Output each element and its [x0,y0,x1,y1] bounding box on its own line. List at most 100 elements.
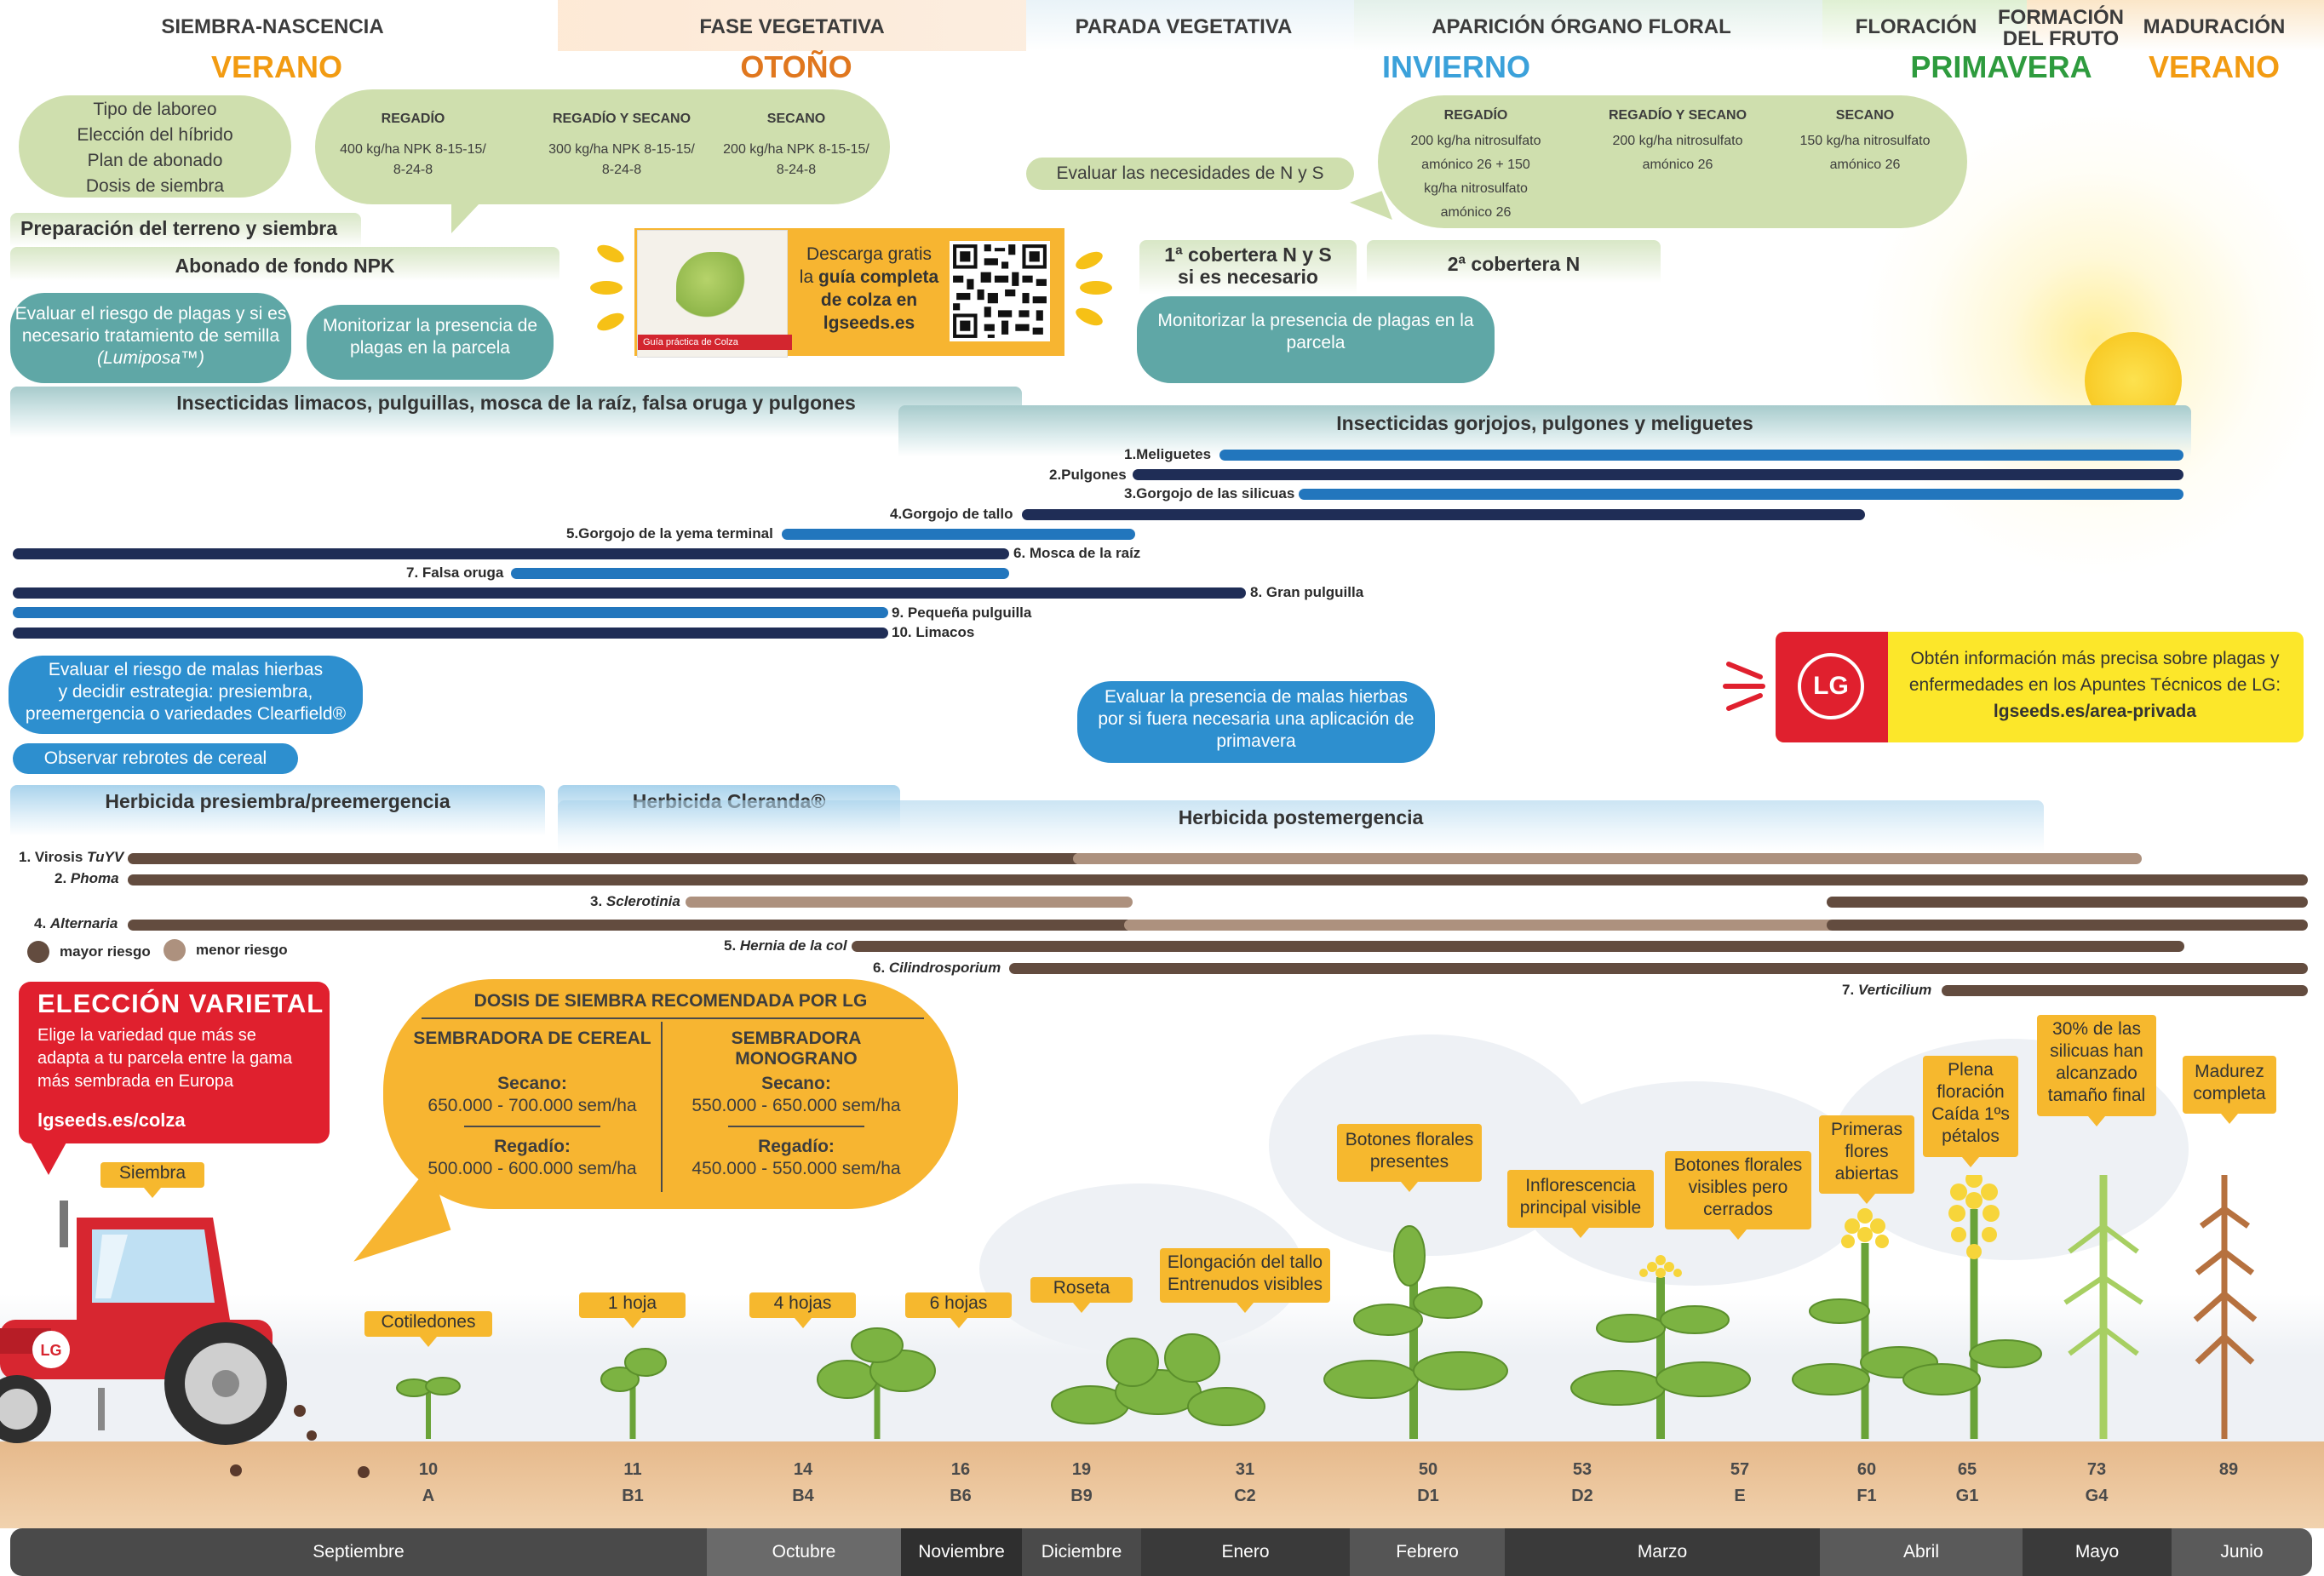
band-herbicida-presiembra: Herbicida presiembra/preemergencia [10,785,545,836]
cobertera-col-2: REGADÍO Y SECANO 200 kg/ha nitrosulfato … [1584,104,1771,177]
monitorizar-plagas-bubble-1: Monitorizar la presencia de plagas en la… [307,305,554,380]
disease-label-virosis: 1. Virosis TuYV [19,849,123,866]
guia-text-l3: de colza en [820,290,918,310]
tag-elongacion: Elongación del tallo Entrenudos visibles [1160,1248,1330,1313]
cobertera-col-2-head: REGADÍO Y SECANO [1608,108,1747,123]
evaluar-malas-l2: y decidir estrategia: presiembra, [58,682,313,702]
band-cobertera-1-l1: 1ª cobertera N y S [1164,244,1332,266]
tag-botones-l1: Botones florales [1345,1130,1474,1149]
petal-icon [1080,281,1112,295]
band-cobertera-1-l2: si es necesario [1178,266,1318,288]
eleccion-title: ELECCIÓN VARIETAL [37,989,324,1018]
seed-dot [307,1430,317,1441]
month-marzo: Marzo [1505,1528,1820,1576]
tag-primeras-flores: Primeras flores abiertas [1819,1115,1914,1204]
tag-plena-l2: floración [1937,1082,2005,1102]
lg-burst-icon [1722,656,1773,715]
tag-1-hoja: 1 hoja [579,1292,686,1328]
pest-bar-falsa-oruga [511,568,1009,579]
pest-bar-gorgojo-yema [782,529,1135,540]
tag-mad-l1: Madurez [2195,1062,2264,1081]
dosis-col2-regadio-label: Regadío: [758,1137,835,1156]
disease-bar-virosis-low [1073,853,2142,864]
season-otono: OTOÑO [740,49,852,84]
petal-icon [590,281,623,295]
band-cobertera-1: 1ª cobertera N y S si es necesario [1139,240,1357,295]
bbch-code-num: 65 [1957,1460,1977,1479]
disease-bar-verticilium [1942,985,2308,996]
guia-link[interactable]: lgseeds.es [823,313,915,333]
month-noviembre: Noviembre [901,1528,1022,1576]
month-octubre: Octubre [707,1528,901,1576]
eleccion-l1: Elige la variedad que más se [37,1026,256,1045]
stage-maduracion: MADURACIÓN [2143,15,2286,38]
lg-logo: LG [1776,632,1888,742]
monitorizar-plagas-1-l1: Monitorizar la presencia de [322,316,538,335]
cobertera-col-3-val-b: amónico 26 [1829,158,1901,172]
observar-rebrotes-bubble: Observar rebrotes de cereal [13,743,298,774]
disease-label-cilindro-i: Cilindrosporium [888,960,1001,976]
guia-text-l2b: guía completa [818,267,939,287]
pest-label-gran-pulguilla: 8. Gran pulguilla [1250,584,1364,600]
fondo-col-3-val-a: 200 kg/ha NPK 8-15-15/ [723,142,869,157]
disease-bar-virosis-high [128,853,1082,864]
cobertera-col-1-val-a: 200 kg/ha nitrosulfato [1410,134,1541,148]
month-septiembre: Septiembre [10,1528,707,1576]
stage-header-bg-3 [1354,0,1822,51]
guia-text-l2a: la [799,267,818,287]
bbch-code-letter: G1 [1955,1487,1979,1505]
prep-item-1: Tipo de laboreo [93,100,217,119]
monitorizar-plagas-1-l2: plagas en la parcela [350,338,510,358]
evaluar-n-s-bubble: Evaluar las necesidades de N y S [1026,158,1354,190]
bbch-code-letter: A [422,1487,435,1505]
stage-formacion-line1: FORMACIÓN [1998,6,2124,29]
season-primavera: PRIMAVERA [1910,49,2092,84]
qr-code-icon[interactable] [950,241,1050,341]
petal-icon [594,241,627,266]
petal-icon [1073,248,1105,273]
disease-label-alternaria-i: Alternaria [49,915,118,931]
pest-label-limacos: 10. Limacos [892,624,975,640]
pest-bar-pulgones [1133,469,2183,480]
eleccion-l2: adapta a tu parcela entre la gama [37,1049,293,1068]
bbch-code-num: 10 [418,1460,439,1479]
cobertera-col-3: SECANO 150 kg/ha nitrosulfato amónico 26 [1776,104,1954,177]
prep-item-2: Elección del híbrido [77,125,233,145]
evaluar-malas-p-l3: primavera [1216,731,1296,751]
lg-info-link[interactable]: lgseeds.es/area-privada [1993,702,2197,721]
dosis-col2: Secano: 550.000 - 650.000 sem/ha Regadío… [669,1073,924,1180]
evaluar-malas-hierbas-bubble: Evaluar el riesgo de malas hierbas y dec… [9,656,363,734]
pest-bar-gorgojo-tallo [1022,509,1865,520]
tag-plena-l1: Plena [1948,1060,1994,1080]
guia-cover: Guía práctica de Colza [637,230,792,358]
cobertera-col-1-val-d: amónico 26 [1440,205,1512,220]
evaluar-malas-l3: preemergencia o variedades Clearfield® [25,704,347,724]
fondo-col-3-val-b: 8-24-8 [776,163,817,177]
band-insecticidas-primavera: Insecticidas gorjojos, pulgones y meligu… [898,405,2191,456]
disease-label-hernia-n: 5. [724,937,740,954]
pest-bar-limacos [13,628,888,639]
dosis-col2-divider [728,1126,864,1127]
bbch-code-letter: C2 [1234,1487,1256,1505]
eleccion-link[interactable]: lgseeds.es/colza [37,1109,186,1131]
svg-text:LG: LG [41,1342,62,1359]
cobertera-col-2-val-b: amónico 26 [1642,158,1713,172]
disease-label-alternaria-n: 4. [34,915,50,931]
disease-label-phoma: 2. Phoma [55,870,119,887]
tag-infl-l2: principal visible [1519,1198,1642,1218]
band-preparacion: Preparación del terreno y siembra [10,213,361,247]
disease-label-vert-i: Verticilium [1857,982,1932,998]
eleccion-l3: más sembrada en Europa [37,1072,234,1091]
lg-info-text: Obtén información más precisa sobre plag… [1895,645,2295,725]
stage-formacion-fruto: FORMACIÓN DEL FRUTO [1984,7,2138,49]
lg-info-l2: enfermedades en los Apuntes Técnicos de … [1908,675,2281,695]
tag-elongacion-l1: Elongación del tallo [1167,1252,1323,1272]
